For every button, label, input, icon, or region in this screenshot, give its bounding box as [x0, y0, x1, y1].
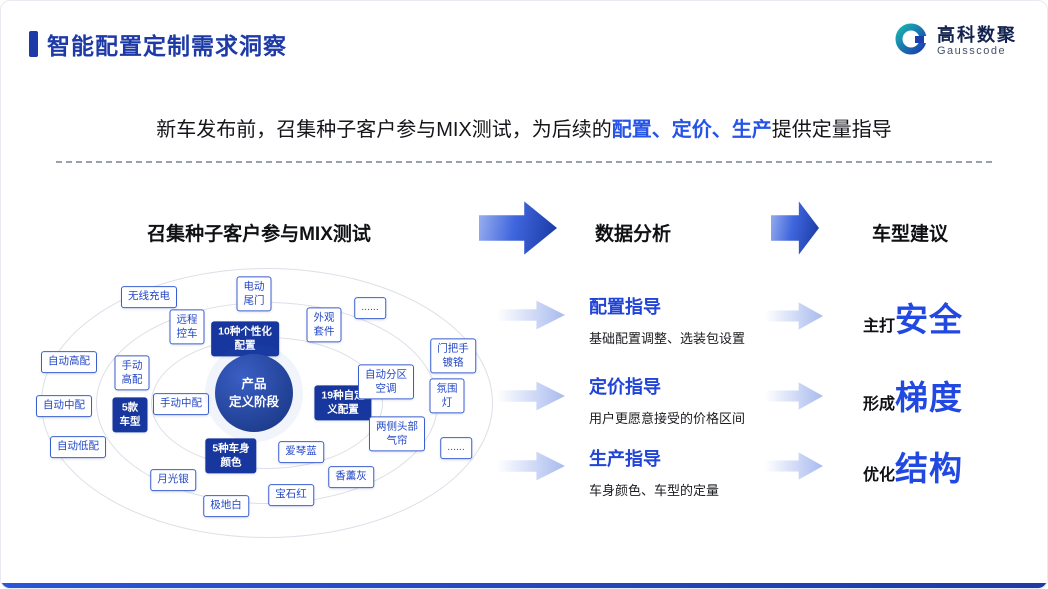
diagram-node: ......: [354, 297, 386, 319]
diagram-node: 5种车身 颜色: [205, 438, 257, 474]
diagram-node: 电动 尾门: [236, 276, 272, 312]
diagram-node: 自动高配: [41, 351, 97, 373]
flow-step-mix-test: 召集种子客户参与MIX测试: [147, 224, 371, 245]
analysis-desc: 车身颜色、车型的定量: [589, 483, 720, 498]
analysis-title: 配置指导: [589, 297, 661, 317]
diagram-node: 爱琴蓝: [278, 441, 324, 463]
diagram-node: 香薰灰: [328, 466, 374, 488]
diagram-node: 极地白: [203, 495, 249, 517]
logo-name: 高科数聚: [937, 24, 1017, 45]
diagram-node: 门把手 镀铬: [430, 338, 476, 374]
analysis-row-config: 配置指导 基础配置调整、选装包设置: [589, 293, 799, 347]
recommendation-keyword: 安全: [895, 301, 964, 338]
dashed-divider: [56, 161, 992, 163]
flow-step-data-analysis: 数据分析: [594, 224, 671, 245]
analysis-desc: 基础配置调整、选装包设置: [589, 331, 746, 346]
row-arrow-icon: [497, 451, 565, 481]
diagram-node: 10种个性化 配置: [211, 321, 279, 357]
diagram-node: 月光银: [150, 469, 196, 491]
gausscode-logo-icon: [893, 21, 929, 62]
title-accent-bar: [29, 31, 38, 57]
diagram-node: ......: [440, 437, 472, 459]
recommendation-keyword: 结构: [895, 450, 964, 487]
diagram-node: 手动中配: [153, 393, 209, 415]
recommendation-prefix: 主打: [863, 318, 896, 335]
diagram-node: 无线充电: [121, 286, 177, 308]
diagram-node: 手动 高配: [114, 355, 150, 391]
diagram-node: 氛围 灯: [429, 378, 465, 414]
recommendation-row-gradient: 形成 梯度: [863, 371, 1043, 419]
analysis-desc: 用户更愿意接受的价格区间: [589, 411, 746, 426]
diagram-node: 外观 套件: [306, 307, 342, 343]
diagram-node: 自动分区 空调: [358, 364, 414, 400]
analysis-row-pricing: 定价指导 用户更愿意接受的价格区间: [589, 373, 799, 427]
bottom-accent-bar: [1, 583, 1047, 588]
recommendation-prefix: 形成: [863, 396, 896, 413]
row-arrow-icon: [497, 381, 565, 411]
logo: 高科数聚 Gausscode: [893, 21, 1017, 62]
diagram-node: 两侧头部 气帘: [369, 416, 425, 452]
logo-subname: Gausscode: [937, 45, 1007, 58]
logo-text: 高科数聚 Gausscode: [937, 24, 1017, 58]
diagram-node: 自动低配: [50, 436, 106, 458]
subtitle-suffix: 提供定量指导: [771, 119, 892, 141]
recommendation-row-structure: 优化 结构: [863, 442, 1043, 490]
diagram-node: 宝石红: [268, 484, 314, 506]
recommendation-row-safety: 主打 安全: [863, 293, 1043, 341]
recommendation-prefix: 优化: [863, 467, 896, 484]
analysis-title: 定价指导: [589, 377, 661, 397]
subtitle-prefix: 新车发布前，召集种子客户参与MIX测试，为后续的: [156, 119, 612, 141]
diagram-node: 远程 控车: [169, 309, 205, 345]
subtitle-highlight: 配置、定价、生产: [611, 119, 772, 141]
flow-step-model-suggestion: 车型建议: [871, 224, 948, 245]
recommendation-keyword: 梯度: [895, 379, 964, 416]
row-arrow-icon: [497, 300, 565, 330]
flow-arrow-icon: [771, 201, 819, 255]
diagram-center-node: 产品 定义阶段: [215, 354, 293, 432]
analysis-row-production: 生产指导 车身颜色、车型的定量: [589, 445, 799, 499]
analysis-title: 生产指导: [589, 449, 661, 469]
page-title: 智能配置定制需求洞察: [47, 33, 287, 59]
diagram-node: 5款 车型: [112, 397, 148, 433]
flow-arrow-icon: [479, 201, 557, 255]
subtitle: 新车发布前，召集种子客户参与MIX测试，为后续的配置、定价、生产提供定量指导: [1, 113, 1047, 142]
diagram-node: 自动中配: [36, 395, 92, 417]
